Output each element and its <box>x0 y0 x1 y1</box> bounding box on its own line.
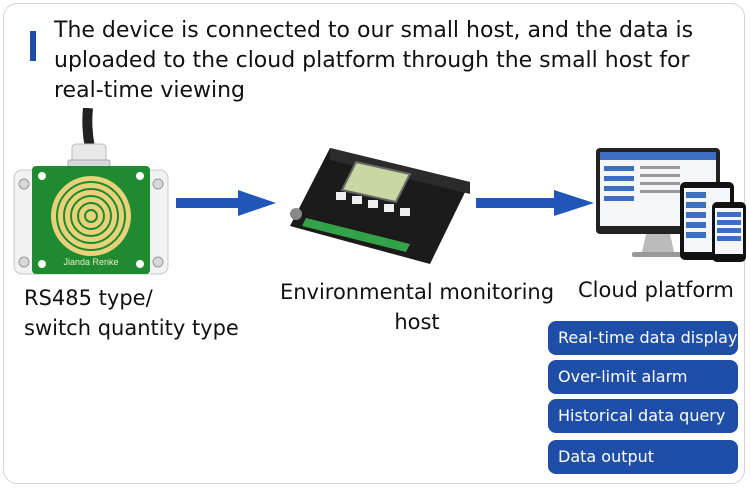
feature-data-output: Data output <box>548 440 738 474</box>
feature-overlimit-alarm: Over-limit alarm <box>548 360 738 394</box>
feature-historical-query: Historical data query <box>548 399 738 433</box>
cloud-devices-image <box>596 148 746 262</box>
feature-realtime-display: Real-time data display <box>548 321 738 355</box>
title-accent-bar <box>30 31 36 61</box>
sensor-brand-text: Jianda Renke <box>63 257 118 267</box>
sensor-label-line1: RS485 type/ <box>24 286 153 310</box>
page-title: The device is connected to our small hos… <box>54 18 694 103</box>
host-label: Environmental monitoring host <box>274 277 560 337</box>
monitoring-host-image <box>290 148 470 264</box>
host-label-line2: host <box>394 310 440 334</box>
sensor-label-line2: switch quantity type <box>24 316 239 340</box>
sensor-label: RS485 type/ switch quantity type <box>24 283 284 343</box>
arrow-host-to-cloud <box>476 190 594 216</box>
water-leak-sensor-image: Jianda Renke <box>13 108 169 275</box>
cloud-label: Cloud platform <box>578 278 734 302</box>
arrow-sensor-to-host <box>176 190 276 216</box>
host-label-line1: Environmental monitoring <box>279 280 555 304</box>
